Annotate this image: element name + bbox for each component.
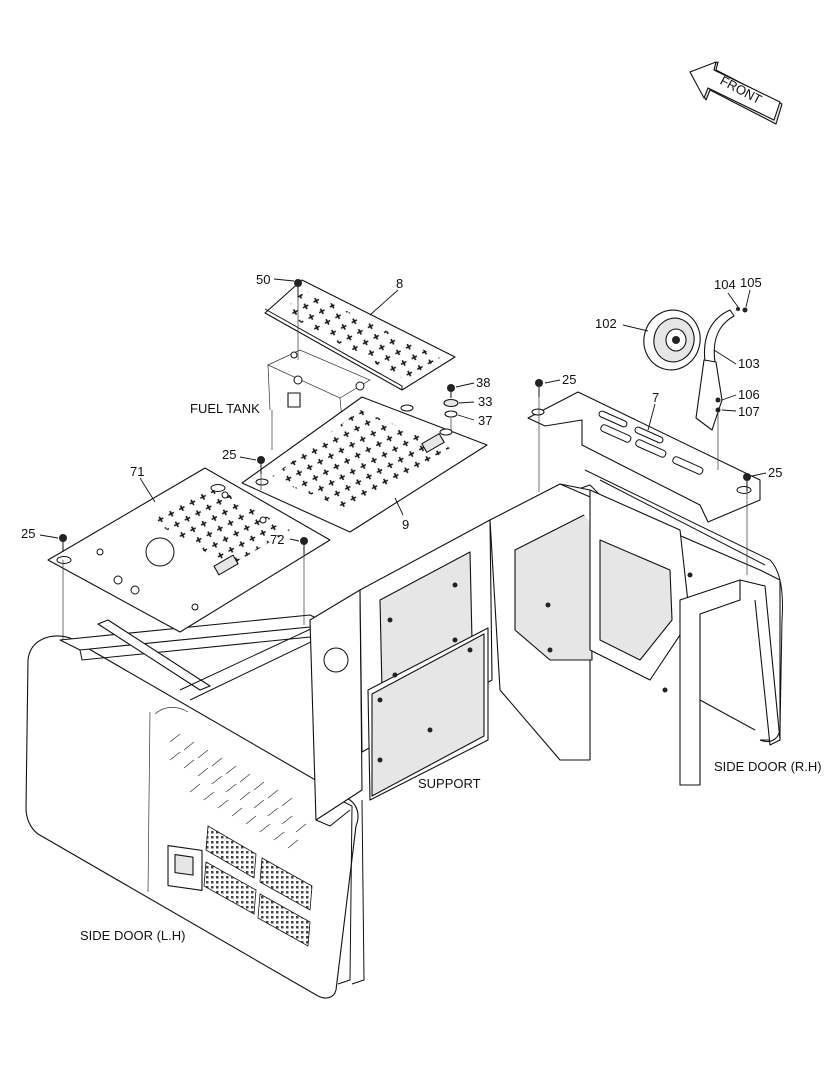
- callout-25-c: 25: [562, 372, 576, 387]
- label-fuel-tank: FUEL TANK: [190, 401, 260, 416]
- label-side-door-lh: SIDE DOOR (L.H): [80, 928, 185, 943]
- assembly-lines: [62, 297, 748, 640]
- callout-72: 72: [270, 532, 284, 547]
- callout-71: 71: [130, 464, 144, 479]
- cover-plate-8: [264, 279, 456, 391]
- side-door-left: [25, 635, 365, 999]
- door-grille: [203, 825, 313, 947]
- callout-102: 102: [595, 316, 617, 331]
- callout-107: 107: [738, 404, 760, 419]
- fuel-tank-outline: [267, 349, 371, 421]
- front-arrow: FRONT: [689, 61, 783, 125]
- callout-105: 105: [740, 275, 762, 290]
- cover-plate-71: [47, 467, 331, 633]
- callout-33: 33: [478, 394, 492, 409]
- callout-50: 50: [256, 272, 270, 287]
- fasteners: [59, 279, 751, 555]
- horn-assembly: [643, 307, 748, 431]
- callout-37: 37: [478, 413, 492, 428]
- callout-25-b: 25: [21, 526, 35, 541]
- callout-104: 104: [714, 277, 736, 292]
- callout-7: 7: [652, 390, 659, 405]
- callout-25-d: 25: [768, 465, 782, 480]
- callout-25-a: 25: [222, 447, 236, 462]
- callout-8: 8: [396, 276, 403, 291]
- callout-106: 106: [738, 387, 760, 402]
- door-louvers: [169, 733, 307, 849]
- label-side-door-rh: SIDE DOOR (R.H): [714, 759, 822, 774]
- callout-38: 38: [476, 375, 490, 390]
- callout-9: 9: [402, 517, 409, 532]
- callout-103: 103: [738, 356, 760, 371]
- cover-plate-9: [241, 396, 488, 533]
- main-frame: [59, 469, 783, 827]
- label-support: SUPPORT: [418, 776, 481, 791]
- bracket-7: [527, 391, 761, 523]
- leader-lines: [39, 278, 767, 542]
